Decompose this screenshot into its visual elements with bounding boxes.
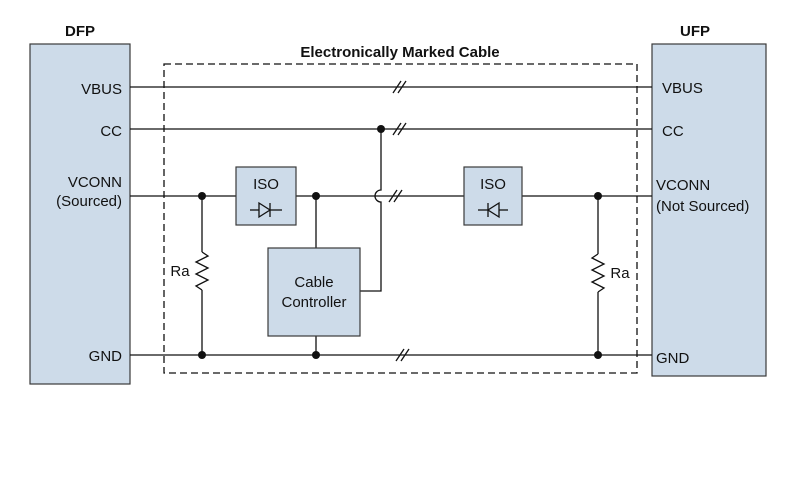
ufp-title: UFP bbox=[680, 23, 710, 40]
ufp-vbus-label: VBUS bbox=[662, 80, 703, 97]
dfp-gnd-label: GND bbox=[89, 348, 123, 365]
vconn-wire bbox=[130, 189, 652, 203]
cable-title: Electronically Marked Cable bbox=[300, 44, 499, 61]
iso-block-left: ISO bbox=[235, 166, 297, 226]
ufp-gnd-label: GND bbox=[656, 350, 690, 367]
resistor-ra-left: Ra bbox=[170, 196, 210, 355]
resistor-left-label: Ra bbox=[170, 263, 190, 280]
vbus-wire bbox=[130, 80, 652, 94]
dfp-title: DFP bbox=[65, 23, 95, 40]
controller-label-line2: Controller bbox=[281, 294, 346, 311]
cc-wire bbox=[130, 122, 652, 136]
dfp-vconn-sourced-label: (Sourced) bbox=[56, 193, 122, 210]
dfp-vbus-label: VBUS bbox=[81, 81, 122, 98]
cable-enclosure: Electronically Marked Cable bbox=[163, 44, 638, 374]
iso-block-right: ISO bbox=[463, 166, 523, 226]
dfp-vconn-label: VCONN bbox=[68, 174, 122, 191]
ufp-vconn-label: VCONN bbox=[656, 177, 710, 194]
controller-label-line1: Cable bbox=[294, 274, 333, 291]
resistor-ra-right: Ra bbox=[590, 196, 630, 355]
dfp-block: DFP VBUS CC VCONN (Sourced) GND bbox=[29, 23, 131, 385]
iso-right-label: ISO bbox=[480, 176, 506, 193]
gnd-wire bbox=[130, 348, 652, 362]
cable-controller-block: Cable Controller bbox=[267, 196, 361, 355]
cc-controller-wire bbox=[360, 129, 382, 292]
diode-left-icon bbox=[478, 201, 508, 219]
ufp-block: UFP VBUS CC VCONN (Not Sourced) GND bbox=[651, 23, 767, 377]
dfp-cc-label: CC bbox=[100, 123, 122, 140]
ufp-vconn-notsourced-label: (Not Sourced) bbox=[656, 198, 749, 215]
resistor-right-label: Ra bbox=[610, 265, 630, 282]
diode-right-icon bbox=[250, 201, 282, 219]
ufp-cc-label: CC bbox=[662, 123, 684, 140]
iso-left-label: ISO bbox=[253, 176, 279, 193]
